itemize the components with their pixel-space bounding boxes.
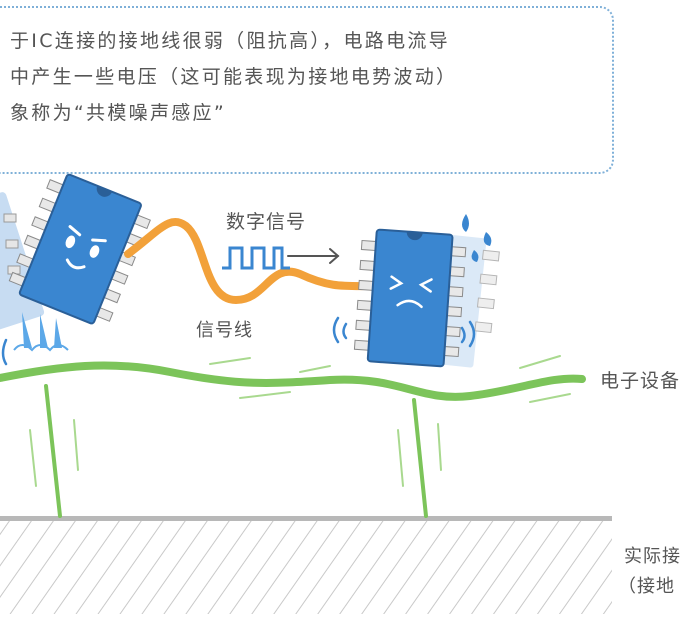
device-ground-board — [0, 355, 586, 403]
actual-ground-slab — [0, 516, 612, 614]
happy-chip — [8, 173, 151, 325]
digital-pulse-icon — [222, 246, 290, 270]
signal-wire — [124, 217, 380, 305]
sweat-drops-icon — [462, 214, 492, 262]
actual-ground-label-line-1: 实际接 — [624, 546, 681, 567]
happy-chip-dust — [13, 344, 69, 352]
device-ground-label: 电子设备 — [600, 370, 681, 392]
signal-arrow-icon — [287, 248, 340, 264]
left-edge-wiggle-lines — [1, 338, 8, 366]
digital-signal-label: 数字信号 — [226, 211, 307, 233]
vibration-marks — [332, 316, 476, 348]
explanation-line-2: 中产生一些电压（这可能表现为接地电势波动） — [10, 66, 458, 88]
ground-connection-legs — [44, 384, 428, 518]
actual-ground-label-line-2: （接地 — [618, 576, 675, 597]
happy-face — [65, 225, 107, 270]
stressed-chip — [353, 228, 467, 368]
explanation-line-1: 于IC连接的接地线很弱（阻抗高），电路电流导 — [10, 30, 450, 52]
explanation-line-3: 象称为“共模噪声感应” — [10, 102, 226, 124]
happy-chip-bounce-marks — [22, 312, 62, 348]
explanation-box — [0, 6, 614, 174]
leg-motion-lines — [29, 419, 442, 487]
stressed-face — [389, 275, 433, 309]
signal-wire-label: 信号线 — [196, 320, 253, 341]
